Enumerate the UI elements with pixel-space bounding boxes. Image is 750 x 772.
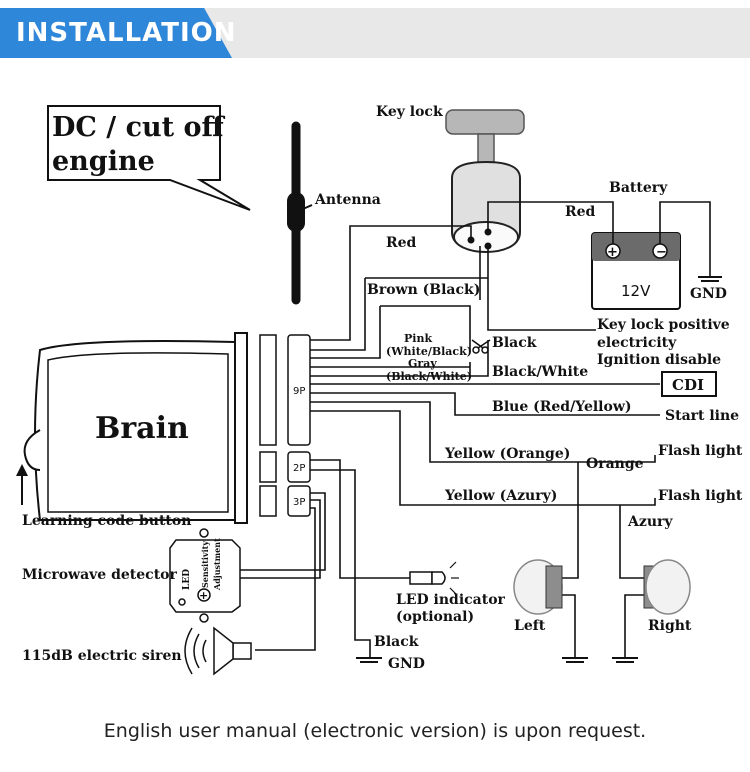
yellow-orange-label: Yellow (Orange) xyxy=(444,446,570,462)
microwave-detector-label: Microwave detector xyxy=(22,567,177,583)
battery-voltage: 12V xyxy=(621,282,651,300)
black-gnd-label: Black xyxy=(374,634,419,650)
siren-icon xyxy=(184,626,252,676)
black-label: Black xyxy=(492,335,537,351)
black-white-label: Black/White xyxy=(492,364,588,380)
connector-3p-label: 3P xyxy=(293,497,305,508)
key-lock-positive-line-2: electricity xyxy=(597,335,677,351)
adjustment-small-label: Adjustment xyxy=(212,538,222,591)
orange-label: Orange xyxy=(586,456,644,472)
gnd-bottom-label: GND xyxy=(388,656,425,672)
callout-line-2: engine xyxy=(52,146,155,177)
flash-light-1-label: Flash light xyxy=(658,443,743,459)
battery-icon: + − xyxy=(591,232,681,310)
antenna-label: Antenna xyxy=(314,192,381,208)
ground-symbols xyxy=(356,276,722,663)
led-indicator-line-2: (optional) xyxy=(396,609,474,625)
right-label: Right xyxy=(648,618,692,634)
red-top-label: Red xyxy=(565,204,596,220)
header-tab xyxy=(0,8,232,58)
callout-line-1: DC / cut off xyxy=(52,112,226,143)
start-line-label: Start line xyxy=(665,408,739,424)
cdi-box xyxy=(661,371,717,397)
gnd-battery-label: GND xyxy=(690,286,727,302)
brown-black-label: Brown (Black) xyxy=(367,282,480,298)
wires-top xyxy=(349,201,711,378)
svg-text:+: + xyxy=(607,245,618,260)
siren-label: 115dB electric siren xyxy=(22,648,182,664)
led-indicator-icon xyxy=(409,561,459,595)
antenna-icon xyxy=(287,121,313,305)
ignition-disable-label: Ignition disable xyxy=(597,352,721,368)
black-white-small-label: (Black/White) xyxy=(386,370,472,383)
sensitivity-small-label: Sensitivity xyxy=(200,541,210,588)
wires-2p-3p xyxy=(236,459,410,658)
key-lock-positive-line-1: Key lock positive xyxy=(597,317,730,333)
brain-label: Brain xyxy=(95,411,189,446)
callout-bubble: DC / cut off engine xyxy=(47,105,251,211)
blue-label: Blue (Red/Yellow) xyxy=(492,399,632,415)
pink-label: Pink xyxy=(404,332,432,345)
left-label: Left xyxy=(514,618,546,634)
azury-label: Azury xyxy=(627,514,673,530)
key-lock-icon xyxy=(445,109,525,253)
flash-light-2-label: Flash light xyxy=(658,488,743,504)
brain-unit xyxy=(23,332,248,524)
right-flash-light-icon xyxy=(643,559,691,615)
white-black-label: (White/Black) xyxy=(386,345,472,358)
svg-text:+: + xyxy=(199,589,208,602)
connector-9p-label: 9P xyxy=(293,386,305,397)
footer-note: English user manual (electronic version)… xyxy=(103,720,647,742)
learning-code-button-label: Learning code button xyxy=(22,513,191,529)
yellow-azury-label: Yellow (Azury) xyxy=(444,488,557,504)
key-lock-label: Key lock xyxy=(376,104,443,120)
left-flash-light-icon xyxy=(513,559,563,615)
battery-label: Battery xyxy=(609,180,668,196)
cdi-label: CDI xyxy=(672,376,704,394)
svg-text:−: − xyxy=(656,245,667,260)
wires-lights xyxy=(562,462,644,658)
connector-2p-label: 2P xyxy=(293,463,305,474)
red-left-label: Red xyxy=(386,235,417,251)
connector-blocks xyxy=(259,334,311,517)
microwave-detector-icon: + xyxy=(169,528,241,623)
gray-label: Gray xyxy=(408,357,437,370)
wires-9p xyxy=(310,330,660,506)
led-small-label: LED xyxy=(182,569,192,590)
up-arrow-icon xyxy=(16,464,28,505)
page-title: INSTALLATION xyxy=(16,18,237,48)
led-indicator-line-1: LED indicator xyxy=(396,592,506,608)
